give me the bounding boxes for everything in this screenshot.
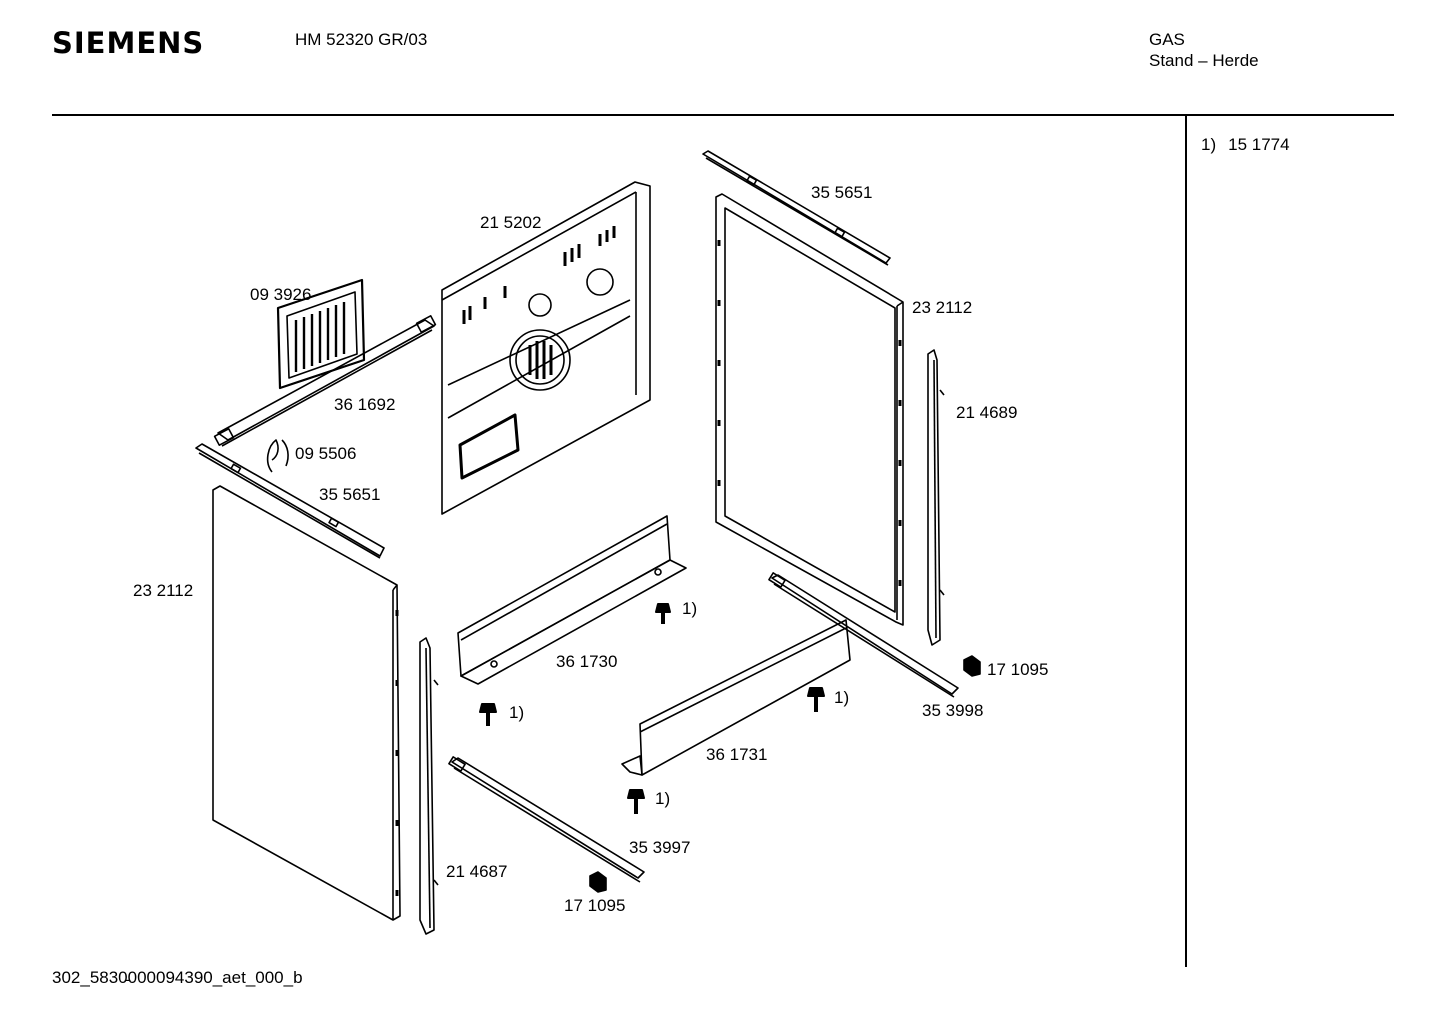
part-label: 1) bbox=[834, 688, 850, 707]
note-part: 15 1774 bbox=[1228, 135, 1290, 154]
part-label: 35 3997 bbox=[629, 838, 691, 857]
note-item: 1) 15 1774 bbox=[1201, 135, 1290, 155]
rail-bottom-left-part bbox=[448, 756, 645, 883]
part-label: 36 1730 bbox=[556, 652, 618, 671]
part-label: 09 3926 bbox=[250, 285, 312, 304]
screw-c-icon bbox=[807, 687, 825, 712]
part-label: 09 5506 bbox=[295, 444, 357, 463]
part-label: 21 5202 bbox=[480, 213, 542, 232]
notes-divider bbox=[1185, 116, 1187, 967]
part-label: 1) bbox=[509, 703, 525, 722]
screw-b-icon bbox=[479, 703, 497, 726]
brand-logo: SIEMENS bbox=[52, 26, 205, 60]
screw-a-icon bbox=[655, 603, 671, 624]
side-panel-left-part bbox=[212, 485, 401, 921]
spring-clip-part bbox=[266, 439, 289, 473]
base-tray-rear-part bbox=[457, 515, 687, 685]
foot-left-part bbox=[589, 871, 607, 893]
document-code: 302_5830̵000094390_aet_000_b bbox=[52, 968, 303, 987]
top-frame-left-part bbox=[195, 443, 385, 559]
part-label: 23 2112 bbox=[133, 581, 194, 600]
top-frame-right-part bbox=[702, 150, 891, 266]
part-label: 17 1095 bbox=[987, 660, 1049, 679]
rail-top-left-part bbox=[213, 315, 437, 447]
profile-right-part bbox=[927, 349, 945, 646]
part-label: 1) bbox=[655, 789, 671, 808]
rail-bottom-right-part bbox=[768, 572, 959, 698]
part-label: 1) bbox=[682, 599, 698, 618]
profile-left-part bbox=[419, 637, 439, 935]
category-type: Stand – Herde bbox=[1149, 51, 1259, 70]
part-label: 21 4689 bbox=[956, 403, 1018, 422]
part-label: 17 1095 bbox=[564, 896, 626, 915]
screw-d-icon bbox=[627, 789, 645, 814]
header-divider bbox=[52, 114, 1394, 116]
part-label: 36 1692 bbox=[334, 395, 396, 414]
part-label: 21 4687 bbox=[446, 862, 508, 881]
part-label: 35 5651 bbox=[811, 183, 873, 202]
category-gas: GAS bbox=[1149, 30, 1185, 49]
part-label: 35 5651 bbox=[319, 485, 381, 504]
foot-right-part bbox=[963, 655, 981, 677]
note-ref: 1) bbox=[1201, 135, 1217, 154]
part-label: 23 2112 bbox=[912, 298, 973, 317]
base-tray-front-part bbox=[621, 619, 851, 776]
model-number: HM 52320 GR/03 bbox=[295, 30, 428, 49]
part-label: 36 1731 bbox=[706, 745, 768, 764]
grille-part bbox=[276, 278, 366, 390]
side-panel-right-part bbox=[715, 193, 904, 626]
back-panel-part bbox=[441, 181, 651, 515]
part-label: 35 3998 bbox=[922, 701, 984, 720]
